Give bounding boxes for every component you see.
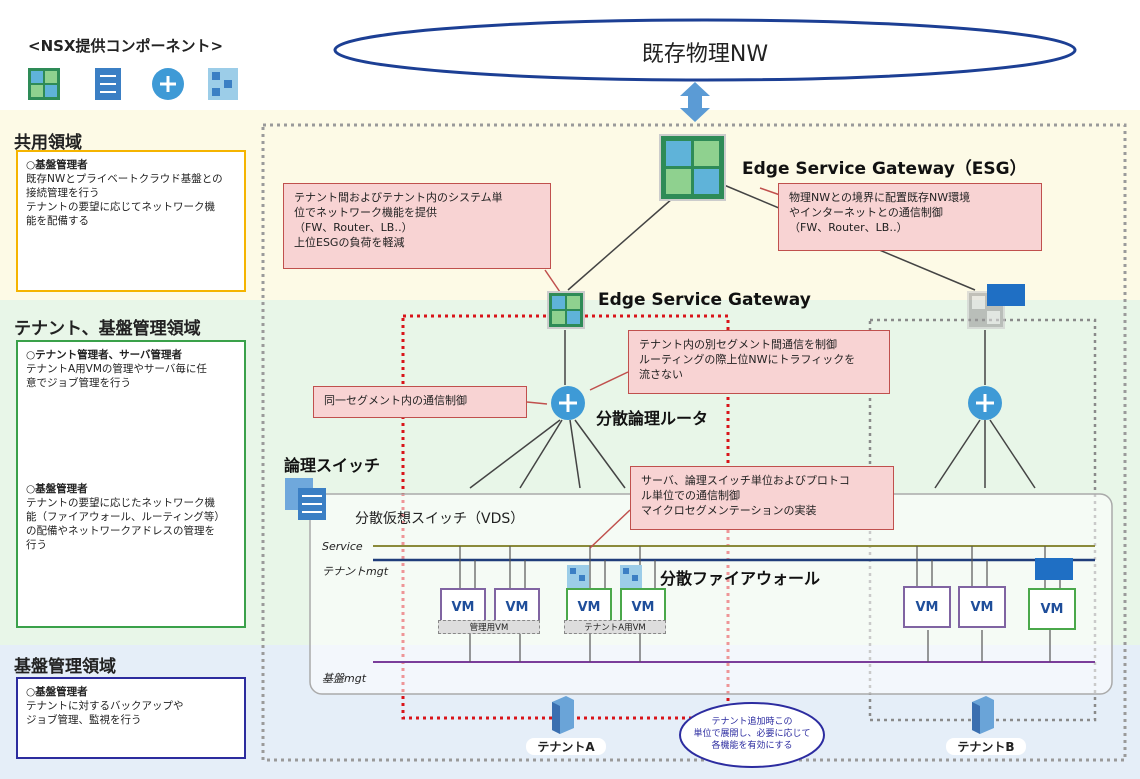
- tenant-note-line: 単位で展開し、必要に応じて: [693, 729, 811, 739]
- vm-tenant-b-2: VM: [958, 586, 1006, 628]
- tenant-a-label: テナントA: [526, 738, 606, 755]
- callout-dlr: テナント内の別セグメント間通信を制御 ルーティングの際上位NWにトラフィックを …: [628, 330, 890, 394]
- dlr-tenant-a-icon: [551, 386, 585, 420]
- firewall-legend-icon: [208, 68, 238, 100]
- tenant-role-line: 能（ファイアウォール、ルーティング等）: [26, 511, 225, 523]
- dfw-vm1-icon: [567, 565, 589, 589]
- callout-line: 流さない: [639, 368, 683, 381]
- infra-role-name: ○基盤管理者: [26, 686, 88, 698]
- tenant-role-line: の配備やネットワークアドレスの管理を: [26, 525, 215, 537]
- nsx-scope-frame: [261, 123, 1127, 762]
- tenant-role-line: 行う: [26, 539, 47, 551]
- tenant-b-server-icon: [972, 696, 994, 734]
- legend-title: <NSX提供コンポーネント>: [28, 37, 224, 55]
- logical-switch-legend-icon: [95, 68, 121, 100]
- callout-line: 同一セグメント内の通信制御: [324, 394, 467, 407]
- esg-top-label: Edge Service Gateway（ESG）: [742, 159, 1027, 179]
- callout-line: ルーティングの際上位NWにトラフィックを: [639, 353, 856, 366]
- infra-role-box: ○基盤管理者 テナントに対するバックアップや ジョブ管理、監視を行う: [16, 677, 246, 759]
- dfw-vm2-icon: [620, 565, 642, 589]
- tenant-role-name: ○テナント管理者、サーバ管理者: [26, 349, 183, 361]
- vm-tenant-b-3: VM: [1028, 588, 1076, 630]
- dfw-tenant-b-icon: [1035, 558, 1073, 580]
- vds-label: 分散仮想スイッチ（VDS）: [355, 511, 525, 527]
- vm-tenant-a-2: VM: [620, 588, 666, 626]
- shared-role-box: ○基盤管理者 既存NWとプライベートクラウド基盤との 接続管理を行う テナントの…: [16, 150, 246, 292]
- callout-line: （FW、Router、LB‥）: [294, 221, 413, 234]
- shared-role-line: 接続管理を行う: [26, 187, 100, 199]
- uplink-arrow-icon: [680, 82, 710, 122]
- callout-line: （FW、Router、LB‥）: [789, 221, 908, 234]
- tenant-zone-title: テナント、基盤管理領域: [14, 319, 201, 339]
- dlr-tenant-b-icon: [968, 386, 1002, 420]
- tenant-a-server-icon: [552, 696, 574, 734]
- tenant-note-ellipse: [679, 702, 825, 768]
- mgmt-vm-tag: 管理用VM: [438, 620, 540, 634]
- callout-esg: テナント間およびテナント内のシステム単 位でネットワーク機能を提供 （FW、Ro…: [283, 183, 551, 269]
- tenant-note-line: 各機能を有効にする: [711, 741, 793, 751]
- callout-esg-top: 物理NWとの境界に配置既存NW環境 やインターネットとの通信制御 （FW、Rou…: [778, 183, 1042, 251]
- infra-role-line: ジョブ管理、監視を行う: [26, 714, 142, 726]
- tenant-role-line: テナントA用VMの管理やサーバ毎に任: [26, 363, 207, 375]
- shared-zone-title: 共用領域: [14, 133, 82, 153]
- infra-role-name: ○基盤管理者: [26, 483, 88, 495]
- tenant-role-line: テナントの要望に応じたネットワーク機: [26, 497, 215, 509]
- shared-role-name: ○基盤管理者: [26, 159, 88, 171]
- callout-line: ル単位での通信制御: [641, 489, 740, 502]
- tenant-role-box: ○テナント管理者、サーバ管理者 テナントA用VMの管理やサーバ毎に任 意でジョブ…: [16, 340, 246, 628]
- shared-role-line: テナントの要望に応じてネットワーク機: [26, 201, 215, 213]
- vm-tenant-b-1: VM: [903, 586, 951, 628]
- callout-line: サーバ、論理スイッチ単位およびプロトコ: [641, 474, 850, 487]
- dlr-label: 分散論理ルータ: [596, 409, 709, 428]
- dfw-label: 分散ファイアウォール: [660, 569, 821, 588]
- tenant-note: テナント追加時この 単位で展開し、必要に応じて 各機能を有効にする: [688, 716, 816, 752]
- esg-top-icon: [659, 134, 726, 201]
- router-legend-icon: [152, 68, 184, 100]
- shared-role-line: 能を配備する: [26, 215, 89, 227]
- tenant-mgt-label: テナントmgt: [322, 565, 389, 578]
- callout-line: マイクロセグメンテーションの実装: [641, 504, 817, 517]
- esg-tenant-a-icon: [547, 291, 585, 329]
- callout-line: 物理NWとの境界に配置既存NW環境: [789, 191, 971, 204]
- shared-role-line: 既存NWとプライベートクラウド基盤との: [26, 173, 223, 185]
- vm-tenant-a-1: VM: [566, 588, 612, 626]
- physical-nw-ellipse: [333, 18, 1077, 82]
- callout-line: 上位ESGの負荷を軽減: [294, 236, 405, 249]
- callout-line: 位でネットワーク機能を提供: [294, 206, 437, 219]
- esg-legend-icon: [28, 68, 60, 100]
- vm-mgmt-2: VM: [494, 588, 540, 626]
- infra-zone-title: 基盤管理領域: [14, 657, 116, 677]
- esg-label: Edge Service Gateway: [598, 290, 811, 310]
- service-label: Service: [322, 540, 363, 553]
- logical-switch-label: 論理スイッチ: [284, 456, 381, 475]
- tenant-a-vm-tag: テナントA用VM: [564, 620, 666, 634]
- tenant-b-label: テナントB: [946, 738, 1026, 755]
- callout-line: テナント間およびテナント内のシステム単: [294, 191, 503, 204]
- tenant-note-line: テナント追加時この: [711, 717, 793, 727]
- infra-role-line: テナントに対するバックアップや: [26, 700, 184, 712]
- callout-line: やインターネットとの通信制御: [789, 206, 943, 219]
- logical-switch-icon: [285, 478, 326, 520]
- physical-nw-label: 既存物理NW: [641, 42, 769, 67]
- callout-dfw: サーバ、論理スイッチ単位およびプロトコ ル単位での通信制御 マイクロセグメンテー…: [630, 466, 894, 530]
- callout-line: テナント内の別セグメント間通信を制御: [639, 338, 837, 351]
- tenant-role-line: 意でジョブ管理を行う: [26, 377, 131, 389]
- firewall-tenant-b-icon: [987, 284, 1025, 306]
- infra-mgt-label: 基盤mgt: [322, 672, 367, 685]
- callout-same-segment: 同一セグメント内の通信制御: [313, 386, 527, 418]
